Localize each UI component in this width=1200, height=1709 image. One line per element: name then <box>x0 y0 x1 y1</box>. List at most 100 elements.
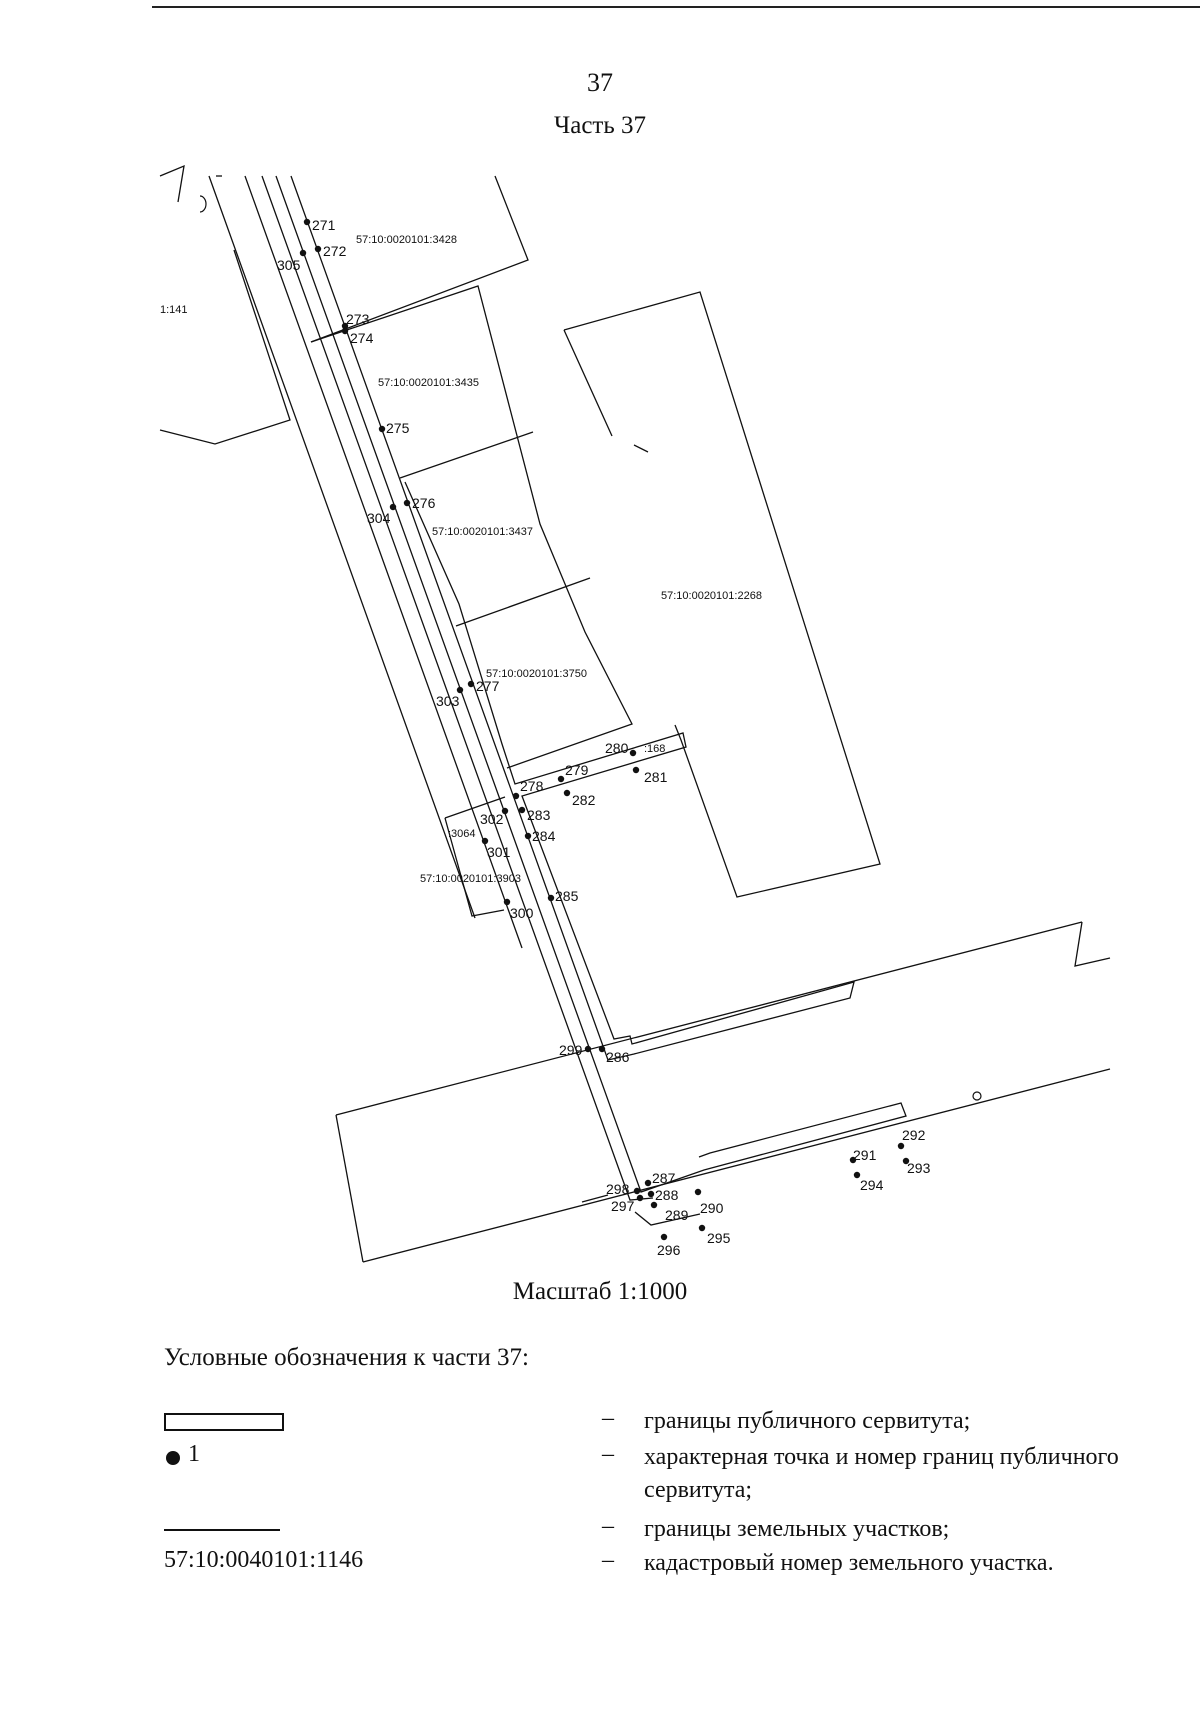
servitude-point <box>902 1157 910 1165</box>
point-dot-icon <box>166 1451 180 1465</box>
servitude-point <box>633 1187 641 1195</box>
point-label: 292 <box>902 1127 926 1143</box>
point-label: 288 <box>655 1187 679 1203</box>
point-labels: 271 272 273 274 275 276 277 278 279 280 … <box>277 217 931 1258</box>
point-label: 285 <box>555 888 579 904</box>
legend-dash: – <box>602 1441 614 1467</box>
part-title: Часть 37 <box>553 112 647 139</box>
map-symbol-icon <box>199 195 207 213</box>
servitude-point <box>524 832 532 840</box>
servitude-point <box>694 1188 702 1196</box>
parcel-label-168: :168 <box>644 743 665 755</box>
servitude-point <box>299 249 307 257</box>
point-label: 295 <box>707 1230 731 1246</box>
servitude-point <box>512 792 520 800</box>
parcel-label-3750: 57:10:0020101:3750 <box>486 668 587 680</box>
point-label: 287 <box>652 1170 676 1186</box>
servitude-point <box>650 1201 658 1209</box>
point-label: 283 <box>527 807 551 823</box>
point-label: 296 <box>657 1242 681 1258</box>
legend-dash: – <box>602 1405 614 1431</box>
cadastral-number-example: 57:10:0040101:1146 <box>164 1547 364 1573</box>
servitude-point <box>660 1233 668 1241</box>
point-label: 286 <box>606 1049 630 1065</box>
servitude-point <box>897 1142 905 1150</box>
servitude-point <box>389 503 397 511</box>
servitude-point <box>378 425 386 433</box>
point-label: 281 <box>644 769 668 785</box>
servitude-point <box>403 499 411 507</box>
top-rule <box>152 6 1200 8</box>
legend-description: характерная точка и номер границ публичн… <box>644 1444 1119 1503</box>
parcel-label-141: 1:141 <box>160 304 188 316</box>
servitude-point <box>853 1171 861 1179</box>
point-label: 282 <box>572 792 596 808</box>
servitude-point <box>629 749 637 757</box>
point-label: 279 <box>565 762 589 778</box>
legend-description: кадастровый номер земельного участка. <box>644 1550 1054 1576</box>
land-parcel-boundaries <box>159 164 1111 1263</box>
parcel-label-3428: 57:10:0020101:3428 <box>356 234 457 246</box>
point-label: 276 <box>412 495 436 511</box>
point-label: 293 <box>907 1160 931 1176</box>
servitude-point <box>467 680 475 688</box>
legend-dash: – <box>602 1547 614 1573</box>
point-label: 304 <box>367 510 391 526</box>
point-label: 301 <box>487 844 511 860</box>
legend-title: Условные обозначения к части 37: <box>164 1344 530 1371</box>
point-label: 299 <box>559 1042 583 1058</box>
servitude-point <box>341 322 349 330</box>
servitude-point <box>303 218 311 226</box>
point-label: 297 <box>611 1198 635 1214</box>
legend-description: границы земельных участков; <box>644 1516 950 1542</box>
servitude-point <box>456 686 464 694</box>
public-servitude-boundary <box>261 175 907 1226</box>
survey-marker-icon <box>972 1091 982 1101</box>
legend-row-parcel-boundary: – границы земельных участков; <box>164 1513 1164 1549</box>
point-label: 274 <box>350 330 374 346</box>
legend-description: границы публичного сервитута; <box>644 1408 971 1434</box>
point-label: 298 <box>606 1181 630 1197</box>
point-label: 289 <box>665 1207 689 1223</box>
servitude-point <box>647 1190 655 1198</box>
point-label: 278 <box>520 778 544 794</box>
servitude-point <box>503 898 511 906</box>
parcel-label-3435: 57:10:0020101:3435 <box>378 377 479 389</box>
legend-row-cadastral-number: 57:10:0040101:1146 – кадастровый номер з… <box>164 1547 1164 1583</box>
servitude-point <box>518 806 526 814</box>
servitude-point <box>314 245 322 253</box>
point-label: 291 <box>853 1147 877 1163</box>
servitude-point <box>501 807 509 815</box>
point-symbol-number: 1 <box>188 1441 200 1467</box>
point-label: 284 <box>532 828 556 844</box>
servitude-boundary-symbol-icon <box>164 1413 284 1431</box>
cadastral-map: 57:10:0020101:3428 57:10:0020101:3435 57… <box>159 164 1111 1263</box>
servitude-point <box>636 1194 644 1202</box>
servitude-point <box>849 1156 857 1164</box>
parcel-label-3903: 57:10:0020101:3903 <box>420 873 521 885</box>
point-label: 305 <box>277 257 301 273</box>
point-label: 273 <box>346 311 370 327</box>
point-symbol: 1 <box>164 1441 224 1475</box>
legend-dash: – <box>602 1513 614 1539</box>
parcel-labels: 57:10:0020101:3428 57:10:0020101:3435 57… <box>160 234 762 885</box>
servitude-point <box>341 327 349 335</box>
point-label: 272 <box>323 243 347 259</box>
point-label: 271 <box>312 217 336 233</box>
legend-row-servitude-boundary: – границы публичного сервитута; <box>164 1405 1164 1445</box>
point-label: 294 <box>860 1177 884 1193</box>
servitude-point <box>557 775 565 783</box>
servitude-point <box>481 837 489 845</box>
servitude-point <box>632 766 640 774</box>
parcel-boundary-symbol-icon <box>164 1529 280 1531</box>
parcel-label-2268: 57:10:0020101:2268 <box>661 590 762 602</box>
servitude-point <box>563 789 571 797</box>
point-label: 300 <box>510 905 534 921</box>
servitude-points <box>299 218 910 1241</box>
page-number: 37 <box>587 68 613 97</box>
servitude-point <box>598 1045 606 1053</box>
map-scale: Масштаб 1:1000 <box>512 1278 688 1305</box>
parcel-label-3064: :3064 <box>448 828 476 840</box>
legend-row-servitude-point: 1 – характерная точка и номер границ пуб… <box>164 1441 1164 1511</box>
parcel-label-3437: 57:10:0020101:3437 <box>432 526 533 538</box>
